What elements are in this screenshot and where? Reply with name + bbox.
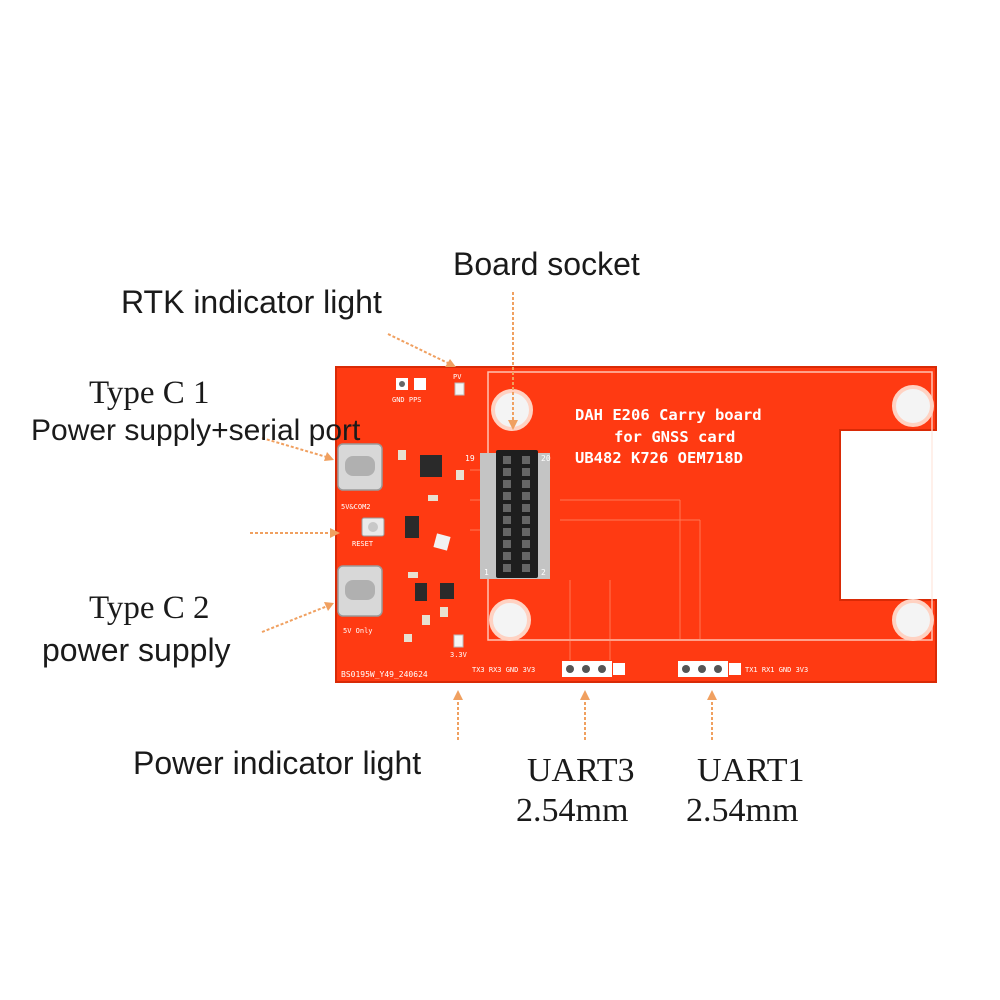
callout-typec1-sub: Power supply+serial port <box>31 414 361 447</box>
callout-typec2-sub: power supply <box>42 632 231 668</box>
silk-gnd-pps: GND PPS <box>392 396 422 404</box>
board-title-line3: UB482 K726 OEM718D <box>575 449 743 467</box>
usb-c-connector-2 <box>337 565 383 617</box>
reset-button <box>361 517 385 537</box>
board-socket-header <box>480 450 550 579</box>
callout-typec2-title: Type C 2 <box>89 590 210 626</box>
callout-uart1-title: UART1 <box>697 752 805 789</box>
mounting-holes <box>489 385 934 641</box>
rtk-led <box>454 382 465 396</box>
silk-serial: BS0195W_Y49_240624 <box>341 670 428 679</box>
usb-c-connector-1 <box>337 443 383 491</box>
silk-reset: RESET <box>352 540 374 548</box>
silk-5v-only: 5V Only <box>343 627 373 635</box>
gnd-pps-pads <box>396 378 426 390</box>
uart1-header <box>678 661 741 677</box>
silkscreen-text: DAH E206 Carry board for GNSS card UB482… <box>341 373 808 679</box>
silk-uart3-pins: TX3 RX3 GND 3V3 <box>472 666 535 674</box>
silk-uart1-pins: TX1 RX1 GND 3V3 <box>745 666 808 674</box>
board-title-line1: DAH E206 Carry board <box>575 406 762 424</box>
callout-rtk-indicator: RTK indicator light <box>121 284 382 320</box>
uart3-header <box>562 661 625 677</box>
callout-power-indicator: Power indicator light <box>133 745 422 781</box>
silk-pin-1: 1 <box>484 568 489 577</box>
silk-5v-com2: 5V&COM2 <box>341 503 371 511</box>
callout-typec1-title: Type C 1 <box>89 375 210 411</box>
pcb-traces <box>470 469 701 660</box>
callout-arrows <box>250 292 713 740</box>
callout-board-socket: Board socket <box>453 246 640 282</box>
smd-components <box>398 450 464 642</box>
silk-pin-19: 19 <box>465 454 475 463</box>
silk-3v3: 3.3V <box>450 651 468 659</box>
callout-uart1-pitch: 2.54mm <box>686 792 799 829</box>
silk-pin-2: 2 <box>541 568 546 577</box>
silk-pin-20: 20 <box>541 454 551 463</box>
callout-uart3-title: UART3 <box>527 752 635 789</box>
power-led <box>453 634 464 648</box>
pcb-body <box>335 366 937 683</box>
arrow-heads <box>324 359 717 700</box>
board-title-line2: for GNSS card <box>614 428 735 446</box>
callout-uart3-pitch: 2.54mm <box>516 792 629 829</box>
silk-pv: PV <box>453 373 462 381</box>
